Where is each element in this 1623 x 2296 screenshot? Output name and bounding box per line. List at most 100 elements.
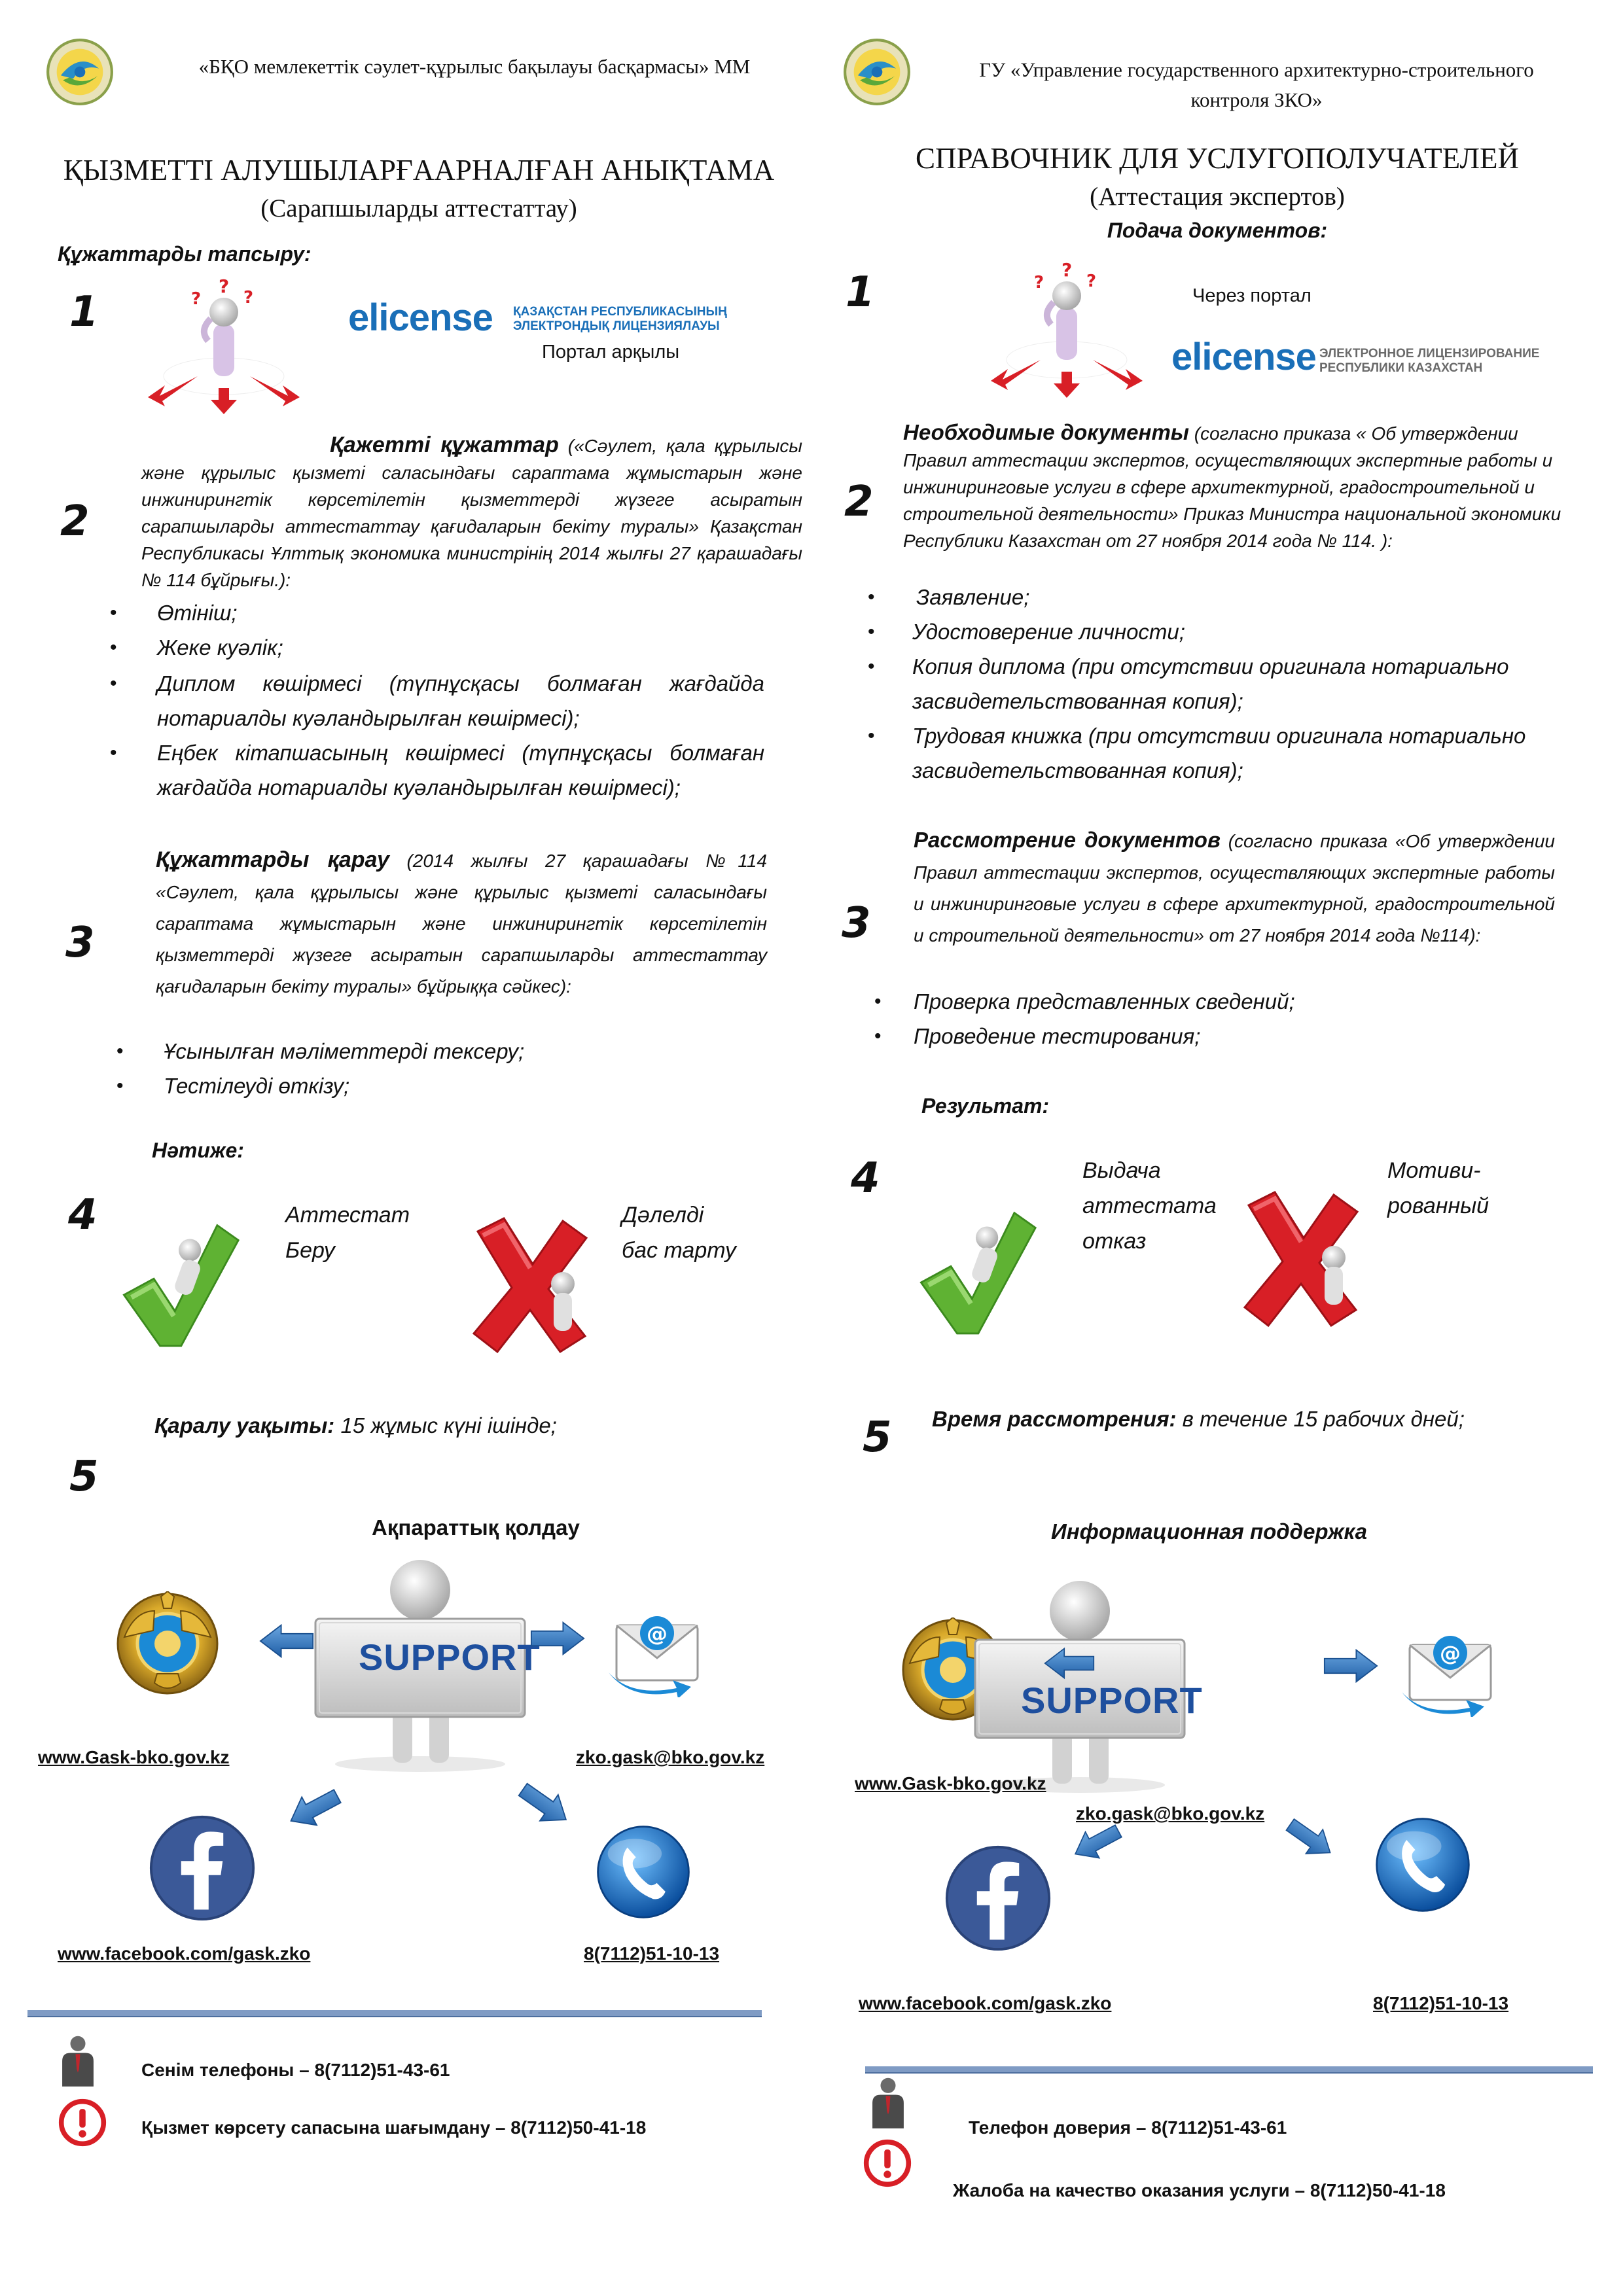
phone-icon[interactable] [594,1823,692,1921]
arrow-right-icon [1323,1648,1378,1684]
review-time-label: Қаралу уақыты: [154,1413,335,1438]
left-docs-text: («Сәулет, қала құрылысы және құрылыс қыз… [141,436,802,590]
left-org-header: «БҚО мемлекеттік сәулет-құрылыс бақылауы… [198,55,751,78]
left-docs-heading: Қажетті құжаттар [330,433,559,457]
review-time-label: Время рассмотрения: [932,1407,1177,1431]
rejected-cross-icon [465,1212,596,1356]
right-result-approved: Выдача аттестата отказ [1082,1153,1217,1259]
left-docs-paragraph: Қажетті құжаттар («Сәулет, қала құрылысы… [141,432,802,593]
left-review-time: Қаралу уақыты: 15 жұмыс күні ішінде; [154,1413,557,1438]
approved-check-icon [116,1214,241,1351]
kazakhstan-emblem-icon [115,1591,220,1696]
arrow-down-right-icon [1279,1810,1341,1867]
result-text: Выдача [1082,1158,1161,1183]
rejected-cross-icon [1236,1186,1366,1330]
result-text: отказ [1082,1229,1147,1254]
right-submit-heading: Подача документов: [1107,219,1328,242]
elicense-caption: ҚАЗАҚСТАН РЕСПУБЛИКАСЫНЫҢ ЭЛЕКТРОНДЫҚ ЛИ… [513,305,727,334]
result-text: Мотиви- [1387,1158,1481,1183]
right-email-link[interactable]: zko.gask@bko.gov.kz [1076,1803,1265,1824]
left-subtitle: (Сарапшыларды аттестаттау) [260,194,577,222]
list-item: Өтініш; [110,595,764,630]
right-step-number-2: 2 [844,478,874,526]
left-divider [27,2010,762,2017]
arrow-down-left-icon [281,1780,347,1838]
question-person-icon [145,275,302,419]
left-org-logo [46,38,114,106]
left-review-paragraph: Құжаттарды қарау (2014 жылғы 27 қарашада… [156,844,767,1002]
left-step-number-3: 3 [65,919,95,967]
left-phone-link[interactable]: 8(7112)51-10-13 [584,1943,720,1964]
left-title: ҚЫЗМЕТТІ АЛУШЫЛАРҒААРНАЛҒАН АНЫҚТАМА [63,154,775,186]
arrow-left-icon [1043,1646,1096,1680]
right-review-list: Проверка представленных сведений; Провед… [874,984,1555,1053]
left-site-link[interactable]: www.Gask-bko.gov.kz [38,1747,230,1767]
right-result-heading: Результат: [921,1094,1050,1118]
left-result-rejected: Дәлелді бас тарту [622,1197,736,1268]
right-facebook-link[interactable]: www.facebook.com/gask.zko [859,1993,1112,2013]
right-step-number-3: 3 [842,899,871,947]
review-time-value: 15 жұмыс күні ішінде; [340,1413,557,1438]
right-phone-link[interactable]: 8(7112)51-10-13 [1373,1993,1509,2013]
right-docs-paragraph: Необходимые документы (согласно приказа … [903,419,1564,554]
header-line: контроля ЗКО» [1190,88,1323,111]
result-text: Дәлелді [622,1203,704,1227]
result-text: рованный [1387,1193,1489,1218]
left-step-number-4: 4 [68,1191,98,1239]
right-result-rejected: Мотиви- рованный [1387,1153,1489,1224]
left-step-number-2: 2 [60,497,90,546]
elicense-caption-line: РЕСПУБЛИКИ КАЗАХСТАН [1319,361,1483,375]
right-step-number-5: 5 [863,1413,892,1462]
list-item: Ұсынылған мәліметтерді тексеру; [116,1034,771,1069]
right-divider [865,2066,1593,2074]
right-trust-phone: Телефон доверия – 8(7112)51-43-61 [969,2117,1287,2138]
list-item: Заявление; [868,580,1561,614]
right-org-logo [843,38,911,106]
arrow-down-right-icon [512,1774,578,1835]
complaint-warning-icon [863,2138,912,2188]
right-review-paragraph: Рассмотрение документов (согласно приказ… [914,824,1555,951]
right-org-header: ГУ «Управление государственного архитект… [929,55,1584,115]
list-item: Тестілеуді өткізу; [116,1069,771,1103]
right-review-heading: Рассмотрение документов [914,828,1221,852]
list-item: Жеке куәлік; [110,630,764,665]
right-step-number-4: 4 [851,1154,880,1203]
left-result-heading: Нәтиже: [152,1139,244,1162]
left-facebook-link[interactable]: www.facebook.com/gask.zko [58,1943,311,1964]
email-icon [605,1599,709,1697]
review-time-value: в течение 15 рабочих дней; [1176,1407,1465,1431]
question-person-icon [988,260,1145,400]
left-review-list: Ұсынылған мәліметтерді тексеру; Тестілеу… [116,1034,771,1103]
right-step-number-1: 1 [846,268,875,317]
result-text: Беру [285,1238,335,1263]
right-docs-list: Заявление; Удостоверение личности; Копия… [868,580,1561,788]
elicense-caption-line: ЭЛЕКТРОНДЫҚ ЛИЦЕНЗИЯЛАУЫ [513,319,720,333]
left-support-heading: Ақпараттық қолдау [372,1515,580,1540]
result-text: Аттестат [285,1203,410,1227]
left-email-link[interactable]: zko.gask@bko.gov.kz [576,1747,765,1767]
right-portal-label: Через портал [1192,285,1311,306]
elicense-caption-line: ҚАЗАҚСТАН РЕСПУБЛИКАСЫНЫҢ [513,305,727,319]
complaint-warning-icon [58,2098,107,2147]
trust-phone-person-icon [868,2075,908,2129]
facebook-icon[interactable] [944,1844,1052,1952]
right-docs-text: (согласно приказа « Об утверждении Прави… [903,423,1561,551]
list-item: Проведение тестирования; [874,1019,1555,1053]
left-review-text: (2014 жылғы 27 қарашадағы №114 «Сәулет, … [156,851,768,997]
right-site-link[interactable]: www.Gask-bko.gov.kz [855,1773,1046,1793]
arrow-left-icon [259,1623,314,1659]
right-title: СПРАВОЧНИК ДЛЯ УСЛУГОПОЛУЧАТЕЛЕЙ [916,142,1519,175]
left-step-number-5: 5 [69,1453,99,1501]
email-icon [1398,1619,1503,1717]
list-item: Проверка представленных сведений; [874,984,1555,1019]
right-review-text: (согласно приказа «Об утверждении Правил… [914,831,1555,945]
list-item: Удостоверение личности; [868,614,1561,649]
result-text: аттестата [1082,1193,1217,1218]
list-item: Диплом көшірмесі (түпнұсқасы болмаған жа… [110,666,764,735]
left-docs-list: Өтініш; Жеке куәлік; Диплом көшірмесі (т… [110,595,764,805]
left-result-approved: Аттестат Беру [285,1197,410,1268]
facebook-icon[interactable] [148,1814,257,1922]
phone-icon[interactable] [1373,1815,1472,1915]
left-portal-label: Портал арқылы [542,342,680,362]
approved-check-icon [914,1201,1038,1339]
